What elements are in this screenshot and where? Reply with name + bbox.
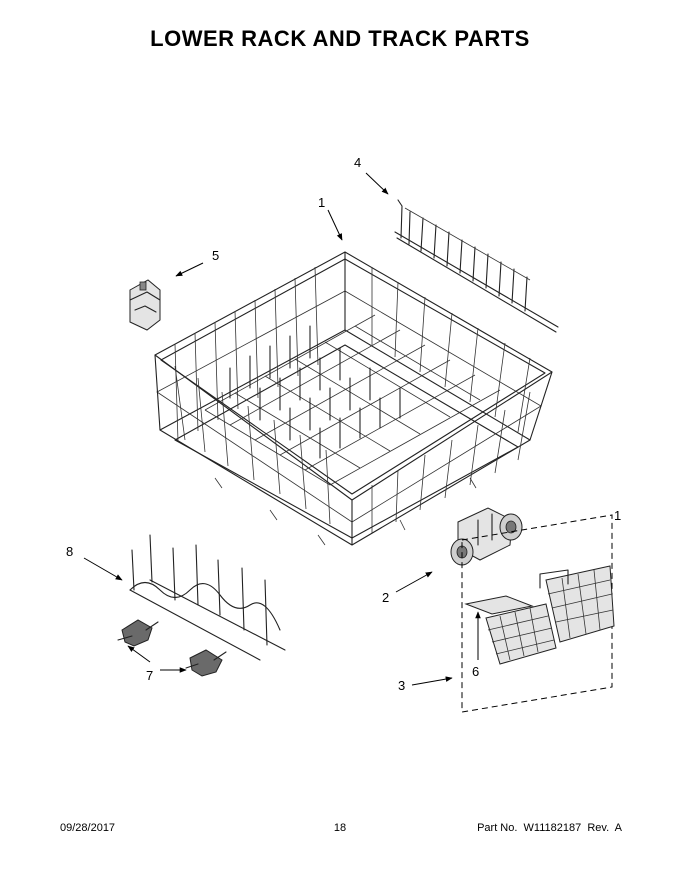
folding-tines-drawing — [129, 534, 286, 661]
tine-row-drawing — [394, 199, 559, 333]
lower-rack-drawing — [154, 251, 553, 546]
callout-4: 4 — [354, 155, 361, 170]
callout-5-arrow — [175, 262, 204, 277]
footer-page-number: 18 — [333, 822, 347, 834]
callout-1-basket: 1 — [614, 508, 621, 523]
callout-5: 5 — [212, 248, 219, 263]
callout-4-arrow — [365, 172, 389, 195]
page-title: LOWER RACK AND TRACK PARTS — [150, 26, 530, 51]
silverware-basket-drawing — [461, 514, 615, 713]
callout-8: 8 — [66, 544, 73, 559]
clips-drawing — [117, 619, 227, 677]
callout-2-arrow — [395, 571, 433, 593]
callout-arrows — [83, 172, 481, 686]
bracket-drawing — [129, 279, 161, 331]
callout-6: 6 — [472, 664, 479, 679]
callout-7: 7 — [146, 668, 153, 683]
callout-3: 3 — [398, 678, 405, 693]
callout-7-arrow-b — [127, 645, 151, 663]
footer-date: 09/28/2017 — [60, 822, 116, 834]
callout-2: 2 — [382, 590, 389, 605]
wheel-assembly-drawing — [450, 507, 523, 566]
callout-1-arrow — [327, 209, 343, 241]
callout-8-arrow — [83, 557, 123, 581]
footer-part-number: Part No. W11182187 Rev. A — [477, 822, 622, 834]
callout-3-arrow — [411, 676, 453, 686]
callout-1-rack: 1 — [318, 195, 325, 210]
